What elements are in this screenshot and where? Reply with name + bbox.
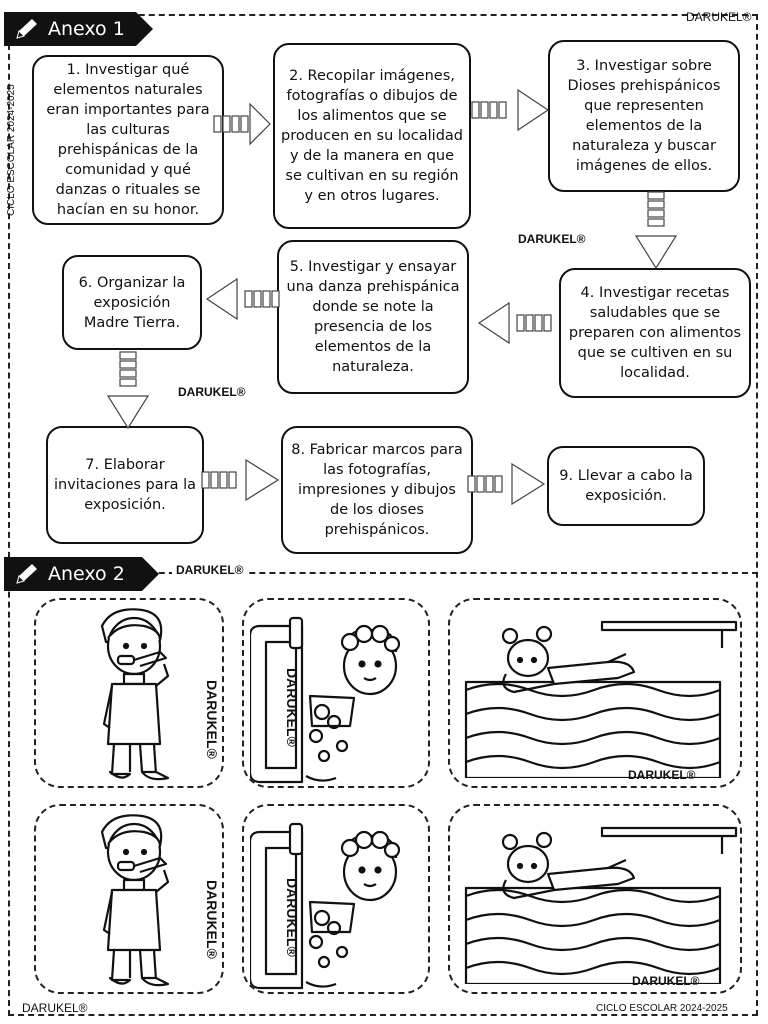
arrow-right-7-8	[201, 458, 280, 502]
card-watermark: DARUKEL®	[628, 768, 696, 782]
card-child-bathing-1: DARUKEL®	[242, 598, 430, 788]
page-frame	[8, 14, 758, 1016]
watermark-mid-left: DARUKEL®	[178, 385, 246, 399]
arrow-right-8-9	[467, 462, 546, 506]
arrow-down-6-7	[106, 351, 150, 430]
card-watermark: DARUKEL®	[204, 880, 220, 959]
step-5-box: 5. Investigar y ensayar una danza prehis…	[277, 240, 469, 394]
step-7-box: 7. Elaborar invitaciones para la exposic…	[46, 426, 204, 544]
step-4-text: 4. Investigar recetas saludables que se …	[568, 285, 742, 381]
step-1-text: 1. Investigar qué elementos naturales er…	[46, 62, 210, 218]
annex2-tab: Anexo 2	[4, 557, 159, 591]
step-9-text: 9. Llevar a cabo la exposición.	[559, 468, 693, 504]
child-bathing-icon	[250, 822, 400, 990]
school-year-vertical: CICLO ESCOLAR 2024-2025	[6, 84, 17, 216]
card-watermark: DARUKEL®	[204, 680, 220, 759]
step-3-box: 3. Investigar sobre Dioses prehispánicos…	[548, 40, 740, 192]
step-8-text: 8. Fabricar marcos para las fotografías,…	[291, 442, 463, 538]
watermark-bottom-left: DARUKEL®	[22, 1001, 88, 1015]
arrow-right-1-2	[213, 102, 271, 146]
card-boy-brushing-2: DARUKEL®	[34, 804, 224, 994]
step-4-box: 4. Investigar recetas saludables que se …	[559, 268, 751, 398]
arrow-left-4-5	[477, 301, 552, 345]
card-watermark: DARUKEL®	[632, 974, 700, 988]
card-girl-pool-2: DARUKEL®	[448, 804, 742, 994]
child-bathing-icon	[250, 616, 400, 784]
step-5-text: 5. Investigar y ensayar una danza prehis…	[286, 259, 460, 375]
annex1-tab: Anexo 1	[4, 12, 153, 46]
pencil-icon	[16, 19, 37, 39]
card-child-bathing-2: DARUKEL®	[242, 804, 430, 994]
step-1-box: 1. Investigar qué elementos naturales er…	[32, 55, 224, 225]
step-3-text: 3. Investigar sobre Dioses prehispánicos…	[567, 58, 721, 174]
step-9-box: 9. Llevar a cabo la exposición.	[547, 446, 705, 526]
step-6-box: 6. Organizar la exposición Madre Tierra.	[62, 255, 202, 350]
girl-swimming-pool-icon	[464, 826, 738, 984]
card-girl-pool-1: DARUKEL®	[448, 598, 742, 788]
girl-swimming-pool-icon	[464, 620, 738, 778]
card-watermark: DARUKEL®	[284, 878, 300, 957]
pencil-icon	[16, 564, 37, 584]
step-8-box: 8. Fabricar marcos para las fotografías,…	[281, 426, 473, 554]
card-watermark: DARUKEL®	[284, 668, 300, 747]
annex2-title: Anexo 2	[48, 563, 125, 585]
arrow-right-2-3	[471, 88, 550, 132]
watermark-mid-right: DARUKEL®	[518, 232, 586, 246]
school-year-bottom: CICLO ESCOLAR 2024-2025	[596, 1003, 728, 1014]
watermark-annex2: DARUKEL®	[172, 563, 248, 577]
boy-brushing-teeth-icon	[100, 814, 170, 987]
card-boy-brushing-1: DARUKEL®	[34, 598, 224, 788]
step-2-text: 2. Recopilar imágenes, fotografías o dib…	[281, 68, 463, 204]
boy-brushing-teeth-icon	[100, 608, 170, 781]
arrow-left-5-6	[205, 277, 280, 321]
annex-divider	[8, 572, 758, 574]
step-6-text: 6. Organizar la exposición Madre Tierra.	[78, 274, 186, 331]
annex1-title: Anexo 1	[48, 18, 125, 40]
step-2-box: 2. Recopilar imágenes, fotografías o dib…	[273, 43, 471, 229]
step-7-text: 7. Elaborar invitaciones para la exposic…	[54, 457, 197, 513]
arrow-down-3-4	[634, 191, 678, 270]
watermark-top-right: DARUKEL®	[686, 10, 752, 24]
